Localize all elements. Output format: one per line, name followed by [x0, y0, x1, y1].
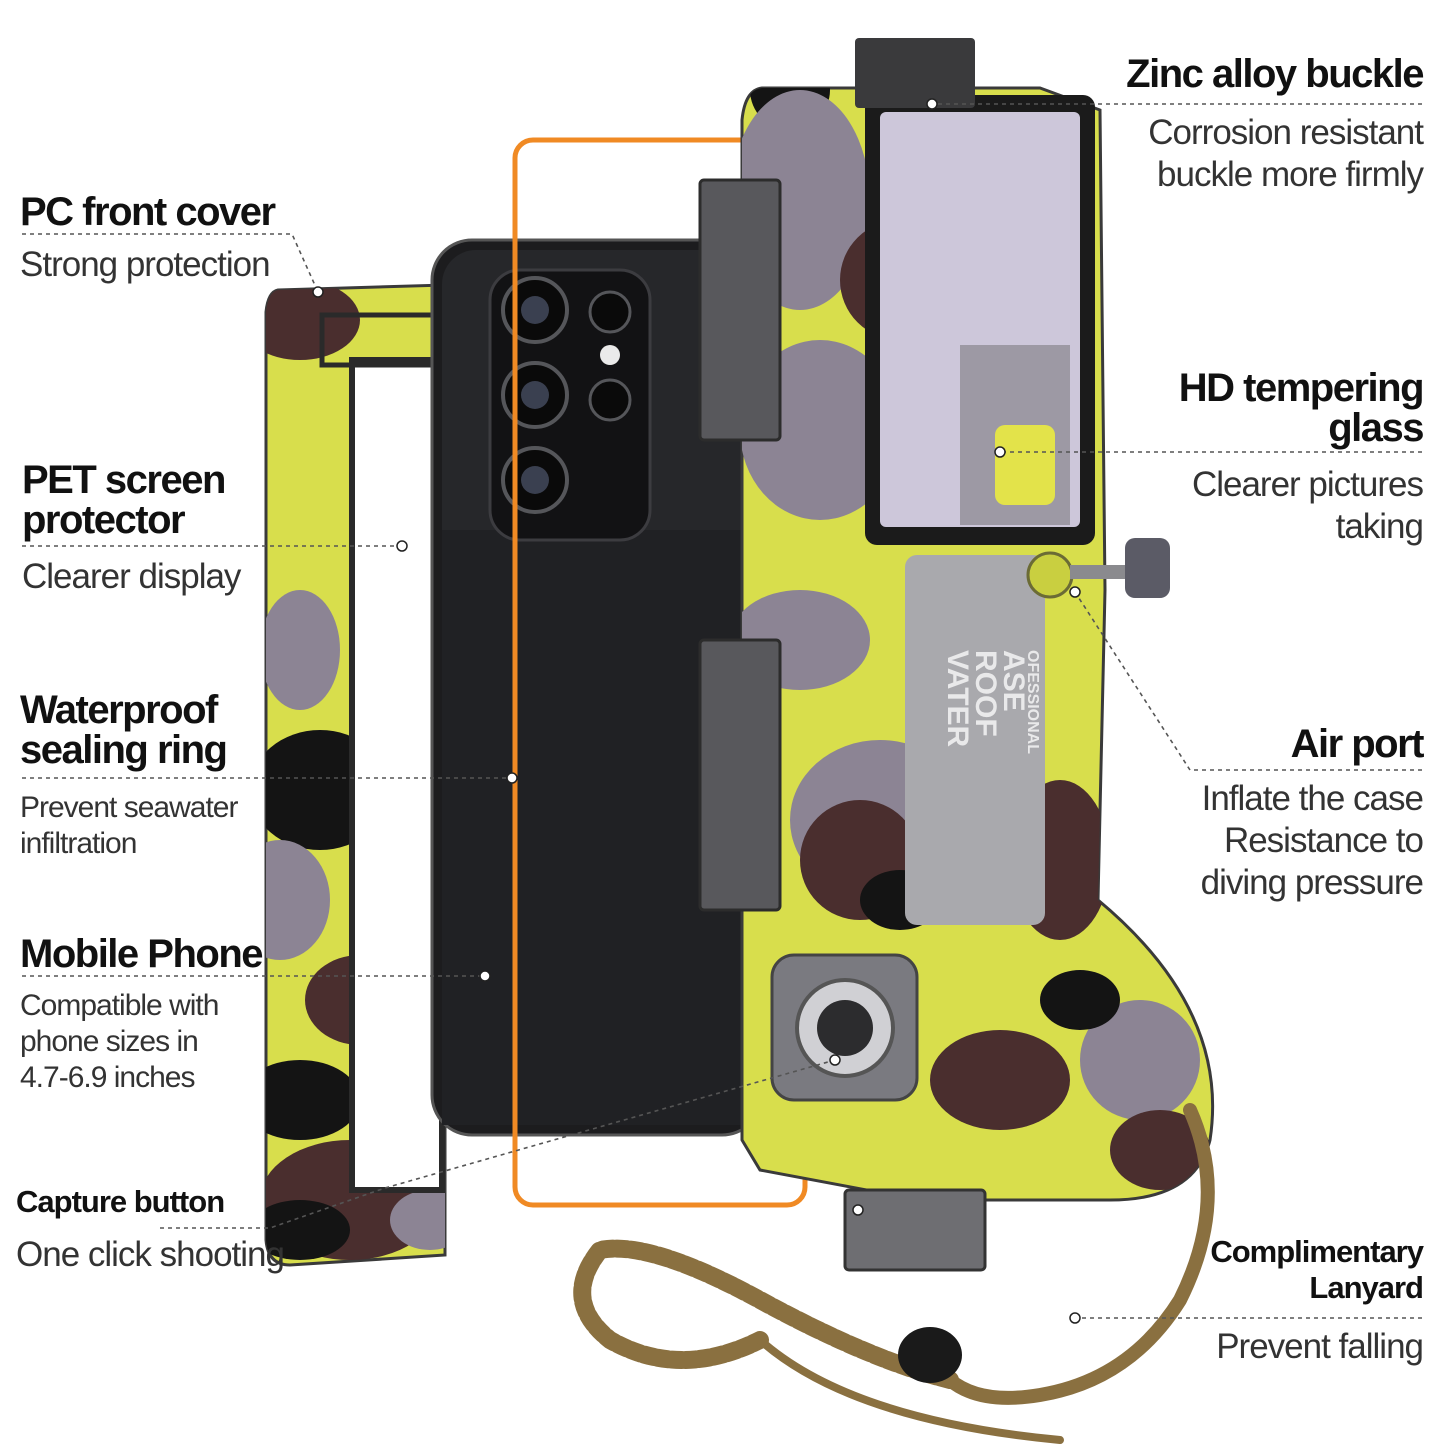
- callout-pet-screen-protector: PET screen protector Clearer display: [22, 458, 241, 598]
- callout-desc-line: 4.7-6.9 inches: [20, 1061, 195, 1094]
- callout-title: Mobile Phone: [20, 932, 264, 976]
- callout-desc-line: Resistance to: [1223, 821, 1424, 860]
- callout-desc-line: Corrosion resistant: [1148, 113, 1424, 152]
- callout-pc-front-cover: PC front cover Strong protection: [20, 190, 276, 286]
- callout-title-line: glass: [1328, 406, 1424, 450]
- callout-title-line: Lanyard: [1309, 1270, 1424, 1305]
- callout-title: Zinc alloy buckle: [1126, 52, 1424, 96]
- callout-desc-line: Prevent falling: [1216, 1327, 1424, 1366]
- callout-mobile-phone: Mobile Phone Compatible with phone sizes…: [20, 932, 264, 1096]
- callout-title-line: PET screen: [22, 458, 226, 502]
- callout-title-line: protector: [22, 498, 186, 542]
- callout-title: Air port: [1290, 722, 1425, 766]
- leader-dots: [312, 98, 1081, 1324]
- callout-desc-line: Strong protection: [20, 245, 271, 284]
- case-print-line-2: ROOF: [969, 650, 1002, 737]
- leader-lines: [22, 103, 1422, 1319]
- lanyard: [573, 1103, 1215, 1444]
- callout-desc-line: Compatible with: [20, 989, 219, 1022]
- case-print-line-4: OFESSIONAL: [1024, 650, 1041, 754]
- lanyard-stopper: [898, 1327, 962, 1383]
- callout-desc-line: taking: [1335, 507, 1424, 546]
- callout-desc-line: Inflate the case: [1201, 779, 1424, 818]
- callout-capture-button: Capture button One click shooting: [16, 1184, 285, 1276]
- callout-desc-line: buckle more firmly: [1157, 155, 1424, 194]
- callout-title: PC front cover: [20, 190, 276, 234]
- case-print-line-3: ASE: [997, 650, 1030, 712]
- back-case: VATER ROOF ASE OFESSIONAL: [698, 38, 1215, 1272]
- callout-desc-line: Clearer pictures: [1191, 465, 1424, 504]
- callout-desc-line: Prevent seawater: [20, 791, 238, 824]
- callout-desc-line: One click shooting: [16, 1235, 285, 1274]
- callout-complimentary-lanyard: Complimentary Lanyard Prevent falling: [1210, 1234, 1424, 1368]
- case-print-line-1: VATER: [941, 650, 974, 748]
- callout-desc-line: Clearer display: [22, 557, 241, 596]
- callout-desc-line: diving pressure: [1200, 863, 1424, 902]
- callout-zinc-alloy-buckle: Zinc alloy buckle Corrosion resistant bu…: [1126, 52, 1424, 196]
- callout-title-line: sealing ring: [20, 728, 228, 772]
- pc-front-cover: [264, 283, 447, 1267]
- callout-title-line: Waterproof: [20, 688, 218, 732]
- callout-title-line: Complimentary: [1210, 1234, 1424, 1269]
- callout-title: Capture button: [16, 1184, 225, 1219]
- callout-waterproof-sealing-ring: Waterproof sealing ring Prevent seawater…: [20, 688, 238, 862]
- callout-title-line: HD tempering: [1178, 366, 1425, 410]
- callout-desc-line: infiltration: [20, 827, 137, 860]
- callout-desc-line: phone sizes in: [20, 1025, 199, 1058]
- callout-air-port: Air port Inflate the case Resistance to …: [1200, 722, 1425, 904]
- callout-hd-tempering-glass: HD tempering glass Clearer pictures taki…: [1178, 366, 1425, 548]
